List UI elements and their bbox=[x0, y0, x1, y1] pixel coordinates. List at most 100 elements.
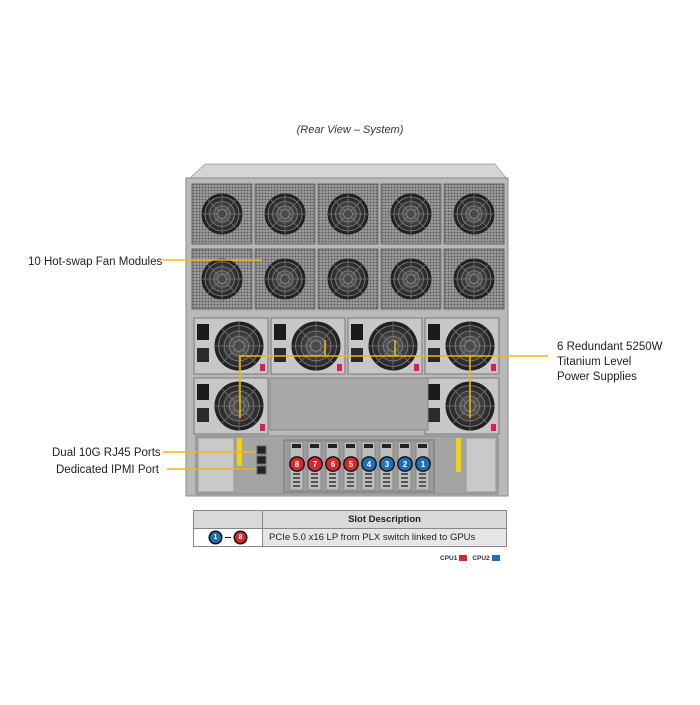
psu-3-inlet bbox=[351, 324, 363, 340]
fan-module-3-rotor-hub bbox=[343, 209, 353, 219]
center-plate bbox=[269, 377, 429, 431]
range-dash bbox=[225, 536, 231, 538]
pcie-slot-vent bbox=[401, 485, 408, 487]
psu-3-latch bbox=[414, 364, 419, 371]
ipmi-port[interactable] bbox=[256, 465, 267, 475]
pcie-slot-screw bbox=[292, 444, 301, 448]
fan-module-9-rotor-hub bbox=[406, 274, 416, 284]
pcie-slot-vent bbox=[347, 477, 354, 479]
slot-badge-label: 1 bbox=[421, 460, 426, 469]
psu-5-handle bbox=[197, 408, 209, 422]
slot-badge-label: 6 bbox=[331, 460, 336, 469]
pcie-slot-screw bbox=[310, 444, 319, 448]
pcie-slot-vent bbox=[329, 477, 336, 479]
pcie-slot-vent bbox=[311, 485, 318, 487]
pcie-slot-vent bbox=[401, 477, 408, 479]
pcie-slot-screw bbox=[400, 444, 409, 448]
yellow-tab-right bbox=[456, 438, 461, 472]
psu-4-inlet bbox=[428, 324, 440, 340]
left-io-blank bbox=[197, 437, 235, 493]
psu-label-line-1: 6 Redundant 5250W bbox=[557, 341, 663, 353]
psu-5-latch bbox=[260, 424, 265, 431]
pcie-slot-vent bbox=[293, 477, 300, 479]
psu-1-latch bbox=[260, 364, 265, 371]
psu-5-fan-hub bbox=[233, 400, 245, 412]
pcie-slot-vent bbox=[311, 473, 318, 475]
slot-range-header bbox=[193, 510, 263, 529]
pcie-slot-vent bbox=[419, 473, 426, 475]
power-supplies bbox=[193, 317, 500, 435]
slot-description-cell: PCIe 5.0 x16 LP from PLX switch linked t… bbox=[262, 528, 507, 547]
psu-6-latch bbox=[491, 424, 496, 431]
power-supplies-label: 6 Redundant 5250W Titanium Level Power S… bbox=[557, 340, 663, 385]
pcie-slot-screw bbox=[328, 444, 337, 448]
pcie-slot-vent bbox=[311, 477, 318, 479]
chassis-top-edge bbox=[189, 163, 507, 179]
pcie-slot-vent bbox=[293, 485, 300, 487]
psu-label-line-2: Titanium Level bbox=[557, 356, 632, 368]
pcie-slot-vent bbox=[419, 481, 426, 483]
psu-1-inlet bbox=[197, 324, 209, 340]
fan-module-2-rotor-hub bbox=[280, 209, 290, 219]
pcie-slots bbox=[289, 441, 430, 491]
cpu2-swatch bbox=[491, 555, 500, 562]
slot-badge bbox=[307, 456, 323, 472]
fan-module-5-rotor-hub bbox=[469, 209, 479, 219]
fan-module-4-rotor-hub bbox=[406, 209, 416, 219]
slot-badge bbox=[415, 456, 431, 472]
pcie-slot-vent bbox=[365, 473, 372, 475]
psu-5-inlet bbox=[197, 384, 209, 400]
slot-badge-label: 3 bbox=[385, 460, 390, 469]
cpu1-swatch bbox=[459, 555, 468, 562]
pcie-slot-vent bbox=[329, 481, 336, 483]
psu-1-fan-hub bbox=[233, 340, 245, 352]
pcie-slot-vent bbox=[311, 481, 318, 483]
pcie-slot-screw bbox=[346, 444, 355, 448]
pcie-slot-vent bbox=[419, 477, 426, 479]
pcie-slot-screw bbox=[364, 444, 373, 448]
slot-range-end-badge: 8 bbox=[235, 531, 246, 543]
ipmi-port-label: Dedicated IPMI Port bbox=[56, 464, 159, 476]
pcie-slot-vent bbox=[383, 477, 390, 479]
psu-label-line-3: Power Supplies bbox=[557, 371, 637, 383]
pcie-slot-vent bbox=[347, 485, 354, 487]
psu-2-latch bbox=[337, 364, 342, 371]
psu-6-handle bbox=[428, 408, 440, 422]
psu-2-inlet bbox=[274, 324, 286, 340]
slot-badge bbox=[397, 456, 413, 472]
slot-description-header: Slot Description bbox=[262, 510, 507, 529]
slot-badge-label: 2 bbox=[403, 460, 408, 469]
cpu-legend: CPU1 CPU2 bbox=[440, 555, 505, 562]
psu-6-inlet bbox=[428, 384, 440, 400]
callout-lines bbox=[163, 259, 548, 470]
pcie-slot-vent bbox=[347, 481, 354, 483]
rj45-port-2[interactable] bbox=[256, 455, 267, 465]
fan-modules bbox=[191, 183, 505, 310]
fan-module-7-rotor-hub bbox=[280, 274, 290, 284]
pcie-slot-vent bbox=[401, 473, 408, 475]
pcie-slot-vent bbox=[365, 477, 372, 479]
rj45-port-1[interactable] bbox=[256, 445, 267, 455]
cpu2-legend-label: CPU2 bbox=[472, 555, 490, 562]
pcie-slot-vent bbox=[293, 481, 300, 483]
pcie-slot-vent bbox=[329, 485, 336, 487]
psu-4-latch bbox=[491, 364, 496, 371]
slot-badge-label: 8 bbox=[295, 460, 300, 469]
pcie-slot-vent bbox=[365, 485, 372, 487]
fan-module-10-rotor-hub bbox=[469, 274, 479, 284]
pcie-slot-vent bbox=[383, 481, 390, 483]
fan-module-1-rotor-hub bbox=[217, 209, 227, 219]
pcie-slot-vent bbox=[401, 481, 408, 483]
cpu1-legend-label: CPU1 bbox=[440, 555, 458, 562]
pcie-slot-screw bbox=[382, 444, 391, 448]
psu-callout-line bbox=[239, 355, 548, 418]
slot-badge-label: 5 bbox=[349, 460, 354, 469]
pcie-slot-screw bbox=[418, 444, 427, 448]
fan-modules-label: 10 Hot-swap Fan Modules bbox=[28, 256, 163, 268]
